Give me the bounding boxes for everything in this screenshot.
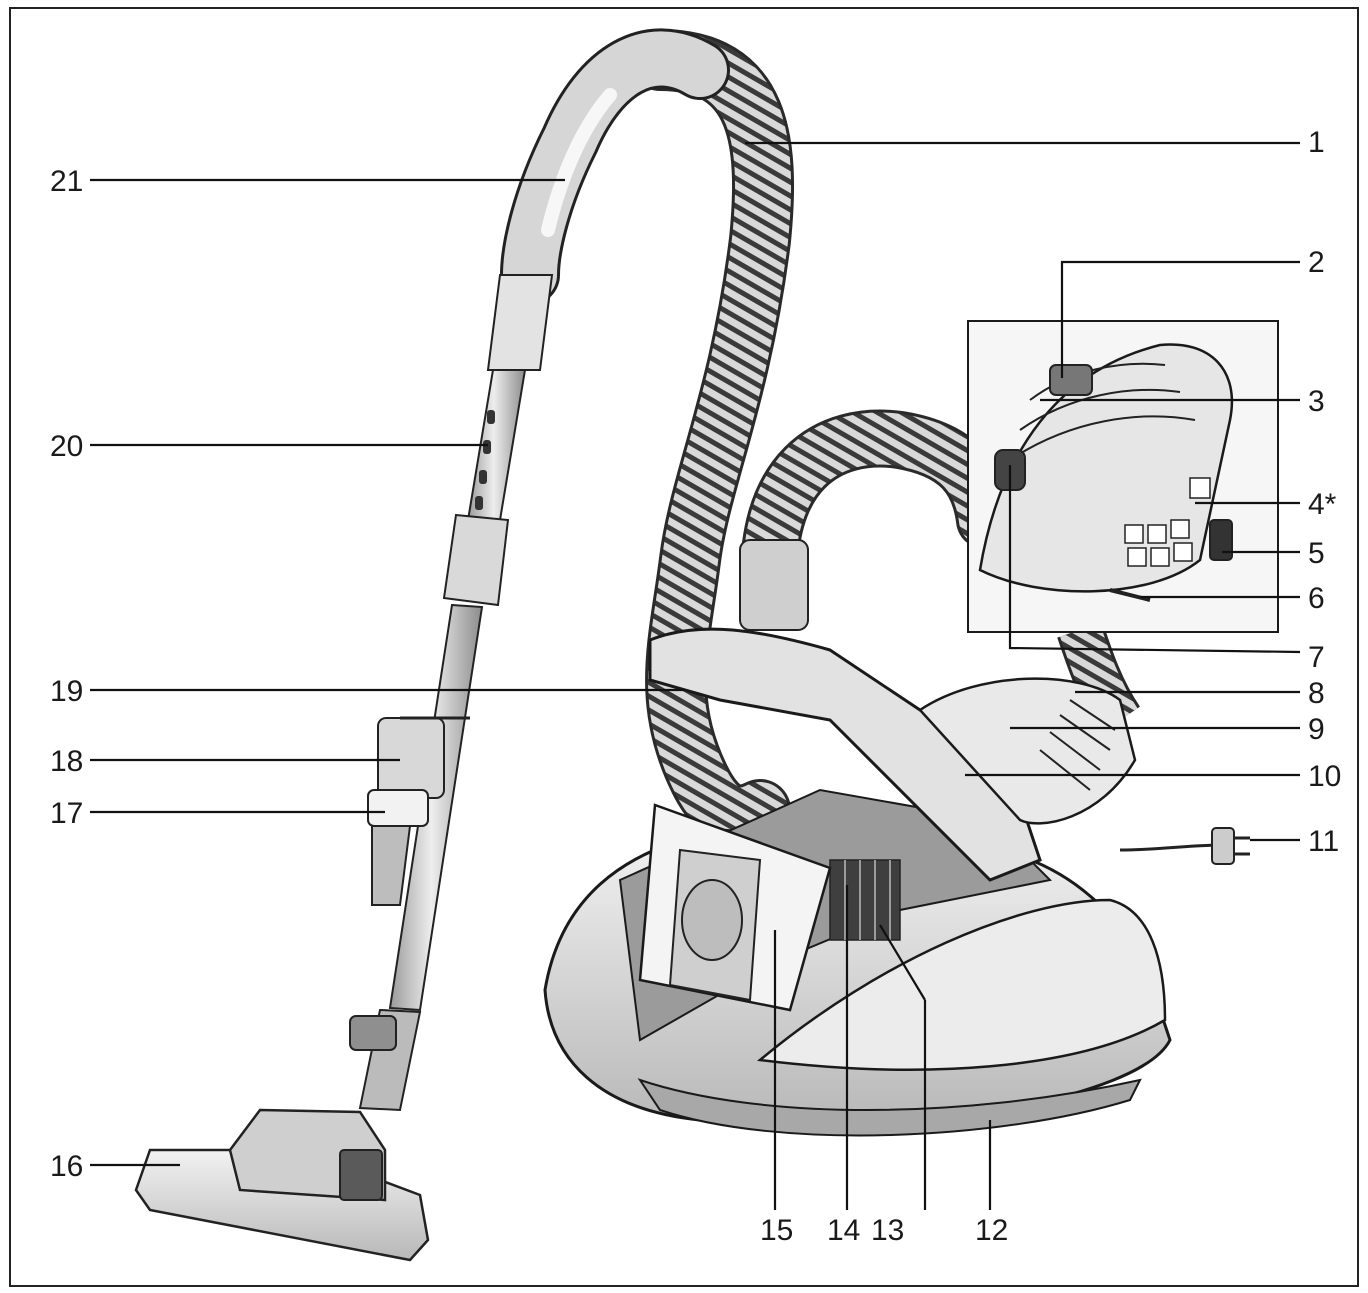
callout-11: 11 [1308, 825, 1339, 858]
callout-9: 9 [1308, 713, 1325, 746]
callout-18: 18 [50, 745, 83, 778]
leader-lines [90, 141, 1301, 1210]
detail-inset [967, 320, 1279, 633]
callout-14: 14 [827, 1214, 860, 1247]
callout-8: 8 [1308, 677, 1325, 710]
callout-3: 3 [1308, 385, 1325, 418]
callout-7: 7 [1308, 641, 1325, 674]
vacuum-body [543, 627, 1250, 1137]
callout-5: 5 [1308, 537, 1325, 570]
floor-nozzle [134, 1008, 430, 1262]
callout-17: 17 [50, 797, 83, 830]
callout-16: 16 [50, 1150, 83, 1183]
handle [500, 28, 730, 305]
telescopic-tube [388, 274, 554, 1012]
accessory-holder [367, 716, 470, 906]
callout-labels: 1 2 3 4* 5 6 7 8 9 10 11 12 13 14 15 16 … [50, 126, 1341, 1247]
callout-1: 1 [1308, 126, 1325, 159]
callout-19: 19 [50, 675, 83, 708]
diagram-border [9, 7, 1359, 1287]
callout-6: 6 [1308, 582, 1325, 615]
callout-4: 4* [1308, 488, 1337, 521]
callout-10: 10 [1308, 760, 1341, 793]
callout-12: 12 [975, 1214, 1008, 1247]
callout-13: 13 [871, 1214, 904, 1247]
callout-2: 2 [1308, 246, 1325, 279]
callout-15: 15 [760, 1214, 793, 1247]
callout-20: 20 [50, 430, 83, 463]
callout-21: 21 [50, 165, 83, 198]
